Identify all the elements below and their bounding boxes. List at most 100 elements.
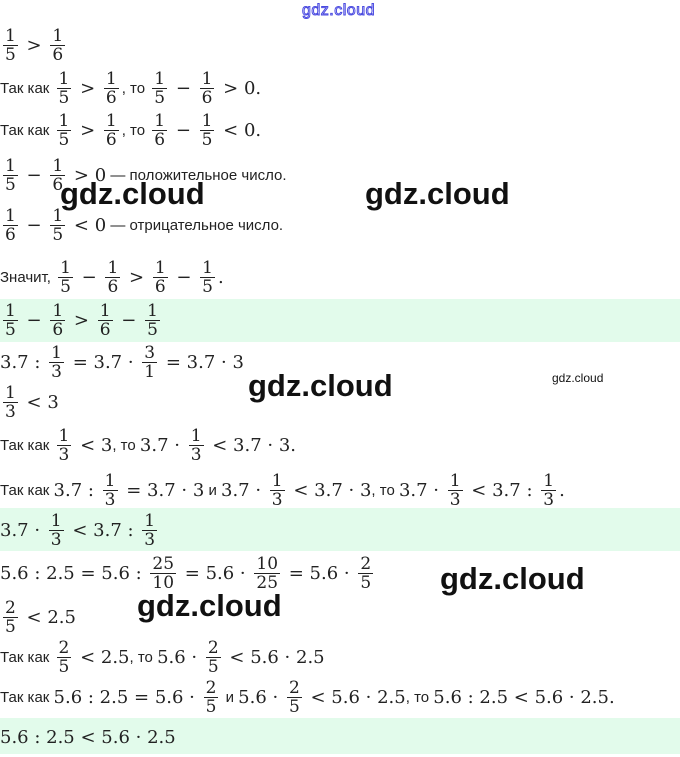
numerator: 1 xyxy=(50,25,66,46)
numerator: 25 xyxy=(150,553,177,574)
math-expression: < 3 xyxy=(20,391,59,413)
numerator: 2 xyxy=(286,677,302,698)
text-run: и xyxy=(204,481,221,499)
numerator: 10 xyxy=(254,553,281,574)
math-expression: < 3 xyxy=(74,434,113,456)
math-expression: 5.6 : 2.5 < 5.6 · 2.5 xyxy=(0,726,176,748)
numerator: 1 xyxy=(152,257,168,278)
denominator: 6 xyxy=(52,174,64,195)
math-expression: < 0 xyxy=(68,214,107,236)
numerator: 1 xyxy=(188,425,204,446)
denominator: 3 xyxy=(271,489,283,510)
denominator: 5 xyxy=(5,616,16,637)
text-run: , то xyxy=(371,481,399,499)
math-expression: = 5.6 · xyxy=(179,562,252,584)
math-expression: − xyxy=(170,266,198,288)
numerator: 3 xyxy=(142,342,158,363)
math-expression: < 5.6 · 2.5 xyxy=(223,646,325,668)
numerator: 1 xyxy=(48,510,64,531)
text-run: Так как xyxy=(0,436,54,454)
denominator: 5 xyxy=(205,696,217,717)
denominator: 6 xyxy=(105,129,117,150)
denominator: 3 xyxy=(58,444,70,465)
math-expression: − xyxy=(20,214,48,236)
numerator: 1 xyxy=(103,68,119,89)
math-expression: 5.6 · xyxy=(238,686,284,708)
denominator: 6 xyxy=(52,44,64,65)
watermark: gdz.cloud xyxy=(440,561,585,596)
denominator: 5 xyxy=(202,276,213,297)
denominator: 6 xyxy=(99,319,111,340)
answer-highlight xyxy=(0,299,680,342)
numerator: 1 xyxy=(56,68,72,89)
math-expression: > xyxy=(123,266,150,288)
numerator: 1 xyxy=(49,342,64,363)
denominator: 6 xyxy=(105,87,117,108)
text-run: , то xyxy=(405,688,434,706)
math-expression: 3.7 · xyxy=(398,479,445,501)
denominator: 5 xyxy=(58,87,70,108)
math-expression: − xyxy=(115,309,143,331)
text-run: Так как xyxy=(0,481,54,499)
numerator: 1 xyxy=(97,300,113,321)
math-expression: < 3.7 · 3. xyxy=(206,434,297,456)
math-expression: > xyxy=(74,77,101,99)
numerator: 2 xyxy=(205,637,221,658)
math-expression: > 0 xyxy=(68,164,107,186)
answer-highlight xyxy=(0,718,680,754)
text-run: , то xyxy=(121,121,150,139)
text-run: Так как xyxy=(0,121,54,139)
denominator: 6 xyxy=(201,87,213,108)
text-run: Так как xyxy=(0,79,54,97)
numerator: 1 xyxy=(3,382,18,403)
math-expression: < 0. xyxy=(217,119,262,141)
math-expression: < 3.7 : xyxy=(66,519,140,541)
denominator: 3 xyxy=(50,529,62,550)
text-run: — отрицательное число. xyxy=(106,216,284,234)
watermark-small: gdz.cloud xyxy=(552,371,604,385)
denominator: 5 xyxy=(207,656,219,677)
math-expression: − xyxy=(75,266,103,288)
watermark: gdz.cloud xyxy=(248,368,393,403)
denominator: 6 xyxy=(154,129,166,150)
math-expression: 3.7 · xyxy=(0,519,46,541)
numerator: 1 xyxy=(3,25,18,46)
numerator: 1 xyxy=(199,68,215,89)
numerator: 1 xyxy=(3,155,18,176)
denominator: 5 xyxy=(201,129,213,150)
denominator: 3 xyxy=(104,489,116,510)
numerator: 1 xyxy=(102,470,118,491)
text-run: , то xyxy=(129,648,158,666)
numerator: 1 xyxy=(103,110,119,131)
denominator: 3 xyxy=(449,489,461,510)
watermark: gdz.cloud xyxy=(60,176,205,211)
math-expression: . xyxy=(559,479,565,501)
denominator: 1 xyxy=(144,361,156,382)
math-expression: > xyxy=(20,34,48,56)
watermark-top: gdz.cloud xyxy=(302,2,376,20)
